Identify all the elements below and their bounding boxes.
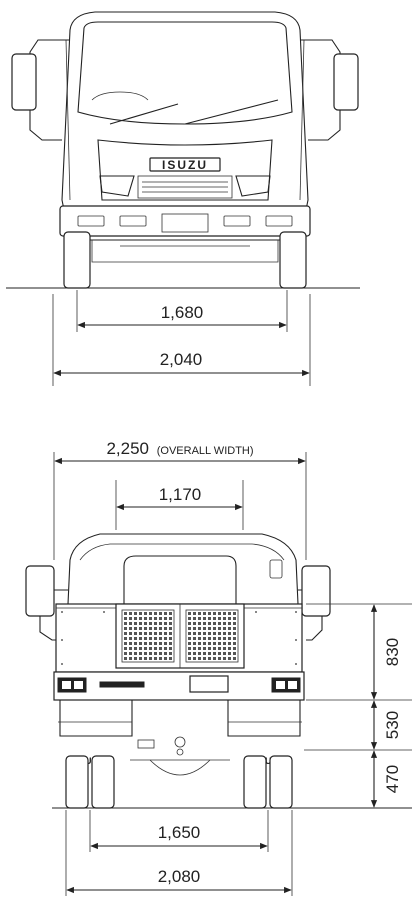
grille-slats <box>142 181 228 193</box>
front-overall-width-label: 2,040 <box>160 350 203 369</box>
rear-overall-width-note: (OVERALL WIDTH) <box>157 445 254 457</box>
rear-body-height-label: 830 <box>383 638 402 666</box>
front-dimensions: 1,680 2,040 <box>52 290 311 386</box>
svg-text:2,250 (OVERALL WIDTH): 2,250 (OVERALL WIDTH) <box>106 439 253 458</box>
rear-overall-width-value: 2,250 <box>106 439 149 458</box>
front-brand-logo: ISUZU <box>162 158 208 172</box>
front-view-truck: ISUZU <box>11 11 359 289</box>
rear-top-dimensions: 2,250 (OVERALL WIDTH) 1,170 <box>53 439 307 560</box>
rear-view-truck: ISUZU ISUZU <box>25 533 331 809</box>
rear-tire-label-left: ISUZU <box>77 756 104 766</box>
rear-bumper-height-label: 530 <box>383 711 402 739</box>
rear-inner-width-label: 1,170 <box>159 485 202 504</box>
rear-ground-clearance-label: 470 <box>383 765 402 793</box>
rear-track-width-label: 1,650 <box>158 823 201 842</box>
door-mesh-dots <box>124 612 236 660</box>
rear-height-dimensions: 830 530 470 <box>304 603 412 808</box>
rear-bottom-dimensions: 1,650 2,080 <box>65 810 293 896</box>
rear-overall-width-bottom-label: 2,080 <box>158 867 201 886</box>
front-track-width-label: 1,680 <box>161 303 204 322</box>
